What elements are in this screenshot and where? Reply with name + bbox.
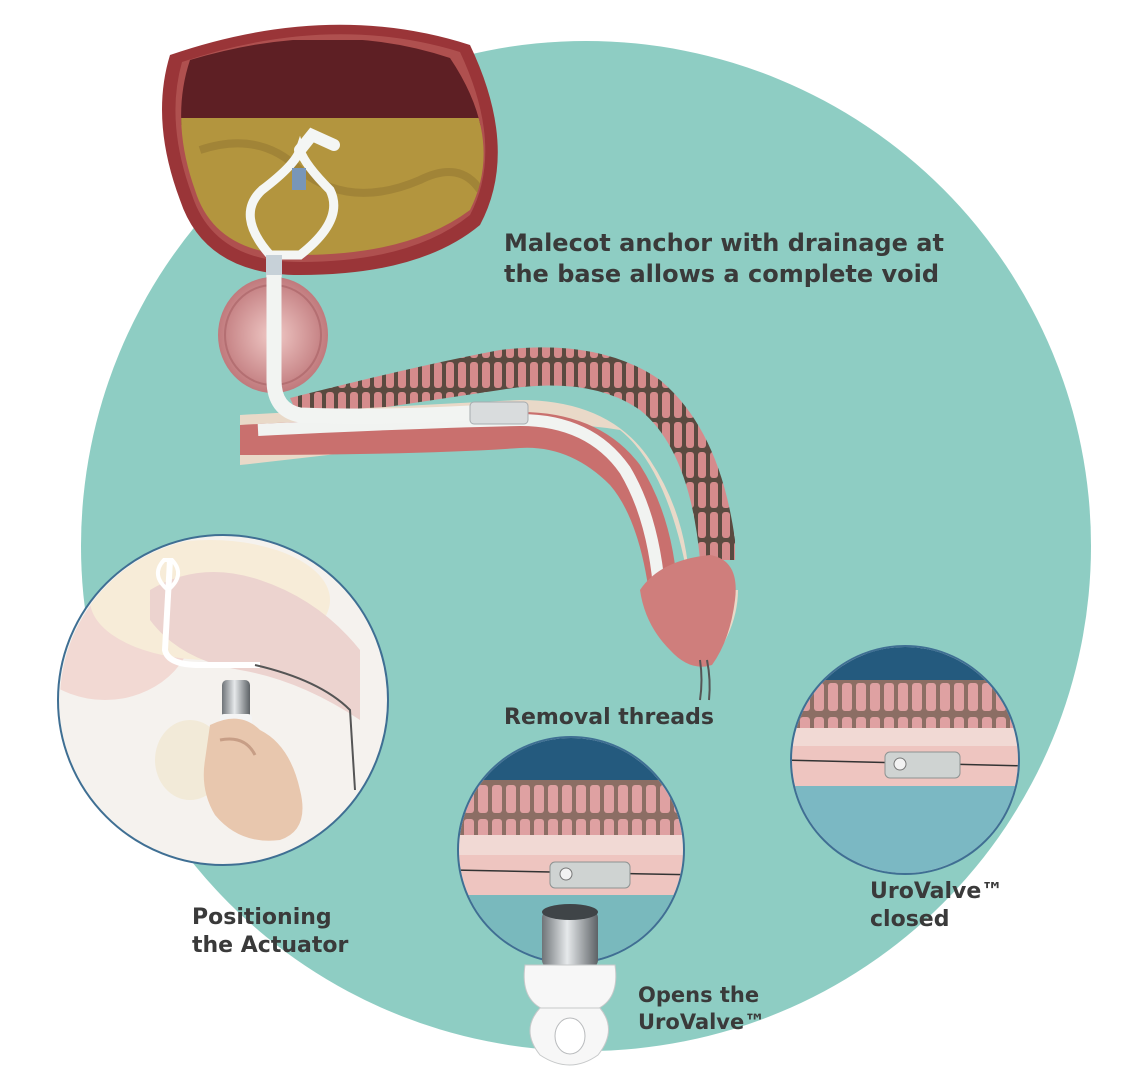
bladder (150, 25, 510, 275)
label-malecot-anchor: Malecot anchor with drainage at the base… (504, 228, 944, 289)
label-closed-line2: closed (870, 906, 1003, 934)
label-removal-text: Removal threads (504, 704, 714, 732)
label-positioning-actuator: Positioning the Actuator (192, 904, 348, 960)
inset-positioning (15, 535, 388, 865)
label-malecot-line1: Malecot anchor with drainage at (504, 228, 944, 259)
label-removal-threads: Removal threads (504, 704, 714, 732)
label-positioning-line2: the Actuator (192, 932, 348, 960)
label-opens-line1: Opens the (638, 982, 765, 1009)
label-closed-line1: UroValve™ (870, 878, 1003, 906)
label-malecot-line2: the base allows a complete void (504, 259, 944, 290)
label-opens-line2: UroValve™ (638, 1009, 765, 1036)
label-opens-urovalve: Opens the UroValve™ (638, 982, 765, 1036)
label-positioning-line1: Positioning (192, 904, 348, 932)
label-urovalve-closed: UroValve™ closed (870, 878, 1003, 934)
